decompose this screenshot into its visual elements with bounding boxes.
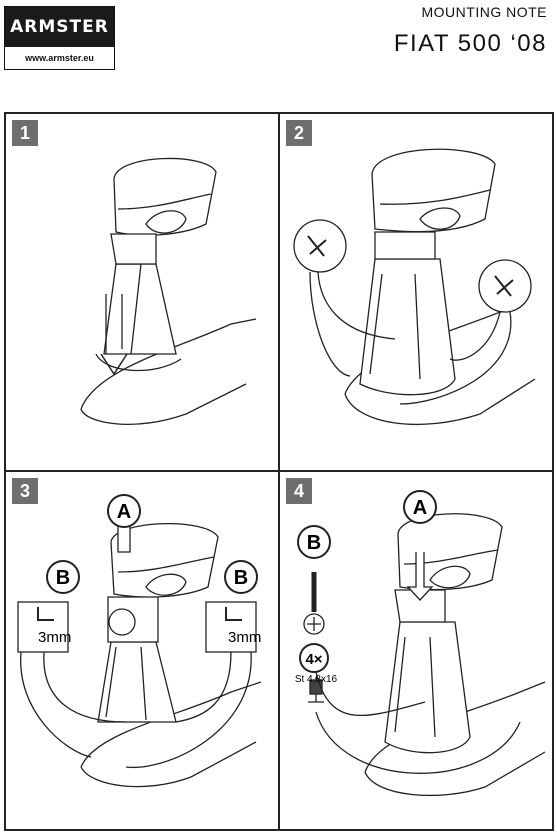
screw-count: 4×	[305, 651, 322, 668]
armrest-illustration: A B B 3mm 3mm	[17, 494, 261, 788]
step-number: 1	[12, 120, 38, 146]
armster-logo: ARMSTER www.armster.eu	[4, 6, 115, 70]
drill-dimension-left: 3mm	[38, 629, 71, 646]
step-number: 3	[12, 478, 38, 504]
label-b-right: B	[234, 567, 248, 589]
screw-spec: St 4,8x16	[295, 674, 338, 685]
armrest-illustration: A B 4× St 4,8x16	[295, 490, 546, 796]
label-a: A	[117, 501, 131, 523]
armrest-illustration	[80, 157, 257, 425]
step-2-panel: 2	[279, 113, 553, 471]
armrest-illustration	[293, 148, 536, 425]
label-b-left: B	[56, 567, 70, 589]
brand-name: ARMSTER	[5, 7, 114, 47]
label-b: B	[307, 532, 321, 554]
car-model-title: FIAT 500 ‘08	[393, 30, 547, 57]
brand-website: www.armster.eu	[25, 53, 94, 63]
step-1-panel: 1	[5, 113, 279, 471]
drill-dimension-right: 3mm	[228, 629, 261, 646]
step-4-panel: 4 A B	[279, 471, 553, 830]
label-a: A	[413, 497, 427, 519]
step-number: 2	[286, 120, 312, 146]
step-number: 4	[286, 478, 312, 504]
mounting-note-title: MOUNTING NOTE	[421, 4, 547, 20]
step-3-panel: 3 A	[5, 471, 279, 830]
instruction-grid: 1 2	[4, 112, 554, 831]
